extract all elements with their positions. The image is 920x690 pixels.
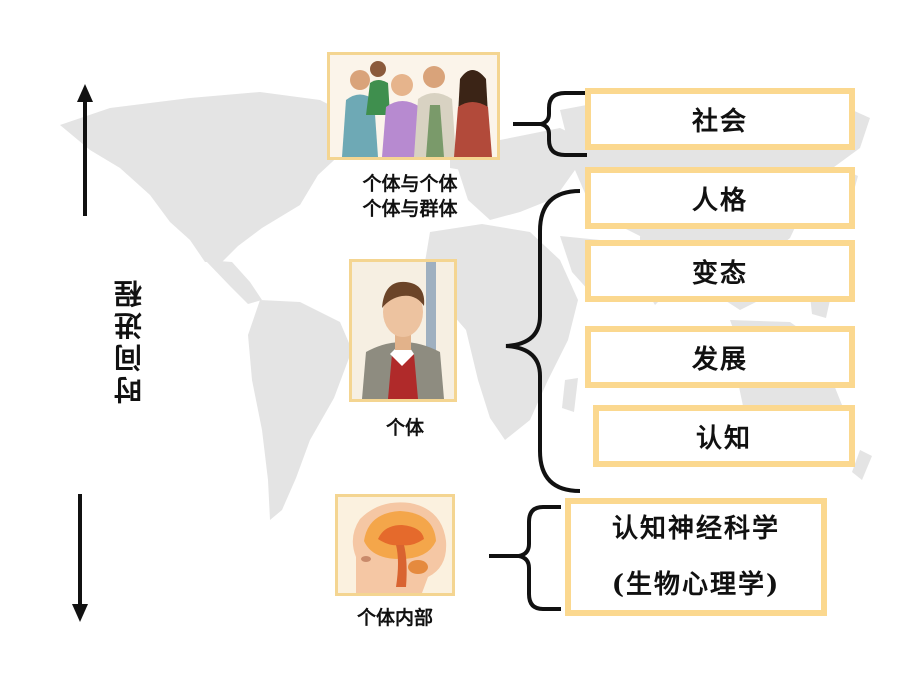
box-label: (生物心理学) bbox=[611, 570, 781, 600]
level-caption-individual: 个体 bbox=[355, 416, 455, 441]
box-label: 人格 bbox=[691, 185, 748, 216]
brace-intraindividual bbox=[489, 505, 561, 611]
box-abnormal: 变态 bbox=[585, 240, 855, 302]
brain-image bbox=[335, 494, 455, 596]
box-label: 变态 bbox=[691, 258, 748, 289]
box-social: 社会 bbox=[585, 88, 855, 150]
box-label: 认知 bbox=[695, 423, 752, 454]
brace-social bbox=[513, 91, 587, 157]
young-man-image bbox=[349, 259, 457, 402]
arrow-up-icon bbox=[77, 84, 93, 216]
caption-line: 个体内部 bbox=[356, 607, 433, 629]
caption-line: 个体与群体 bbox=[362, 198, 458, 220]
caption-line: 个体与个体 bbox=[362, 173, 458, 195]
people-group-image bbox=[327, 52, 500, 160]
brace-individual bbox=[505, 189, 581, 493]
box-label: 认知神经科学 bbox=[611, 514, 780, 544]
level-caption-intraindividual: 个体内部 bbox=[335, 606, 455, 631]
box-personality: 人格 bbox=[585, 167, 855, 229]
arrow-down-icon bbox=[72, 494, 88, 622]
level-caption-interpersonal: 个体与个体 个体与群体 bbox=[330, 172, 490, 222]
caption-line: 个体 bbox=[385, 417, 424, 439]
time-axis-label: 时间进程 bbox=[113, 276, 146, 404]
box-cognitive-neuroscience: 认知神经科学 (生物心理学) bbox=[565, 498, 827, 616]
box-label: 社会 bbox=[691, 106, 748, 137]
box-developmental: 发展 bbox=[585, 326, 855, 388]
box-cognitive: 认知 bbox=[593, 405, 855, 467]
box-label: 发展 bbox=[691, 344, 748, 375]
